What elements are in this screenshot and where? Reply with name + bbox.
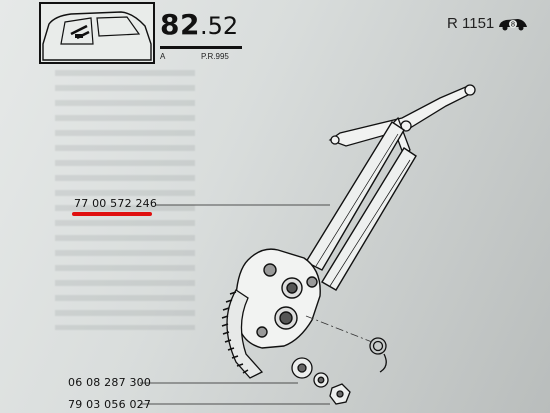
badge-number: 8 (511, 20, 515, 28)
model-reference: R 1151 8 (447, 15, 528, 32)
spiral-spring (369, 337, 387, 373)
car-thumbnail (39, 2, 155, 64)
part-number-2: 06 08 287 300 (68, 376, 152, 389)
gear-sector (221, 289, 264, 379)
section-number-sub: .52 (199, 12, 239, 40)
faded-reverse-text (55, 70, 195, 330)
car-door-thumbnail-drawing (42, 11, 152, 61)
highlight-underline (72, 212, 152, 216)
section-number: 82.52 (160, 8, 238, 41)
section-sub-left: A (160, 52, 166, 61)
washers (291, 357, 351, 405)
upper-arm (328, 84, 476, 158)
part-number-3: 79 03 056 027 (68, 398, 152, 411)
header-rule (160, 46, 242, 49)
section-number-main: 82 (160, 8, 200, 41)
lift-arms (305, 121, 417, 291)
car-badge-icon: 8 (499, 18, 528, 30)
part-number-main: 77 00 572 246 (74, 197, 158, 210)
axis-line (305, 315, 373, 343)
section-sub-right: P.R.995 (201, 52, 229, 61)
model-label: R 1151 (447, 15, 495, 32)
mounting-plate (235, 248, 321, 349)
